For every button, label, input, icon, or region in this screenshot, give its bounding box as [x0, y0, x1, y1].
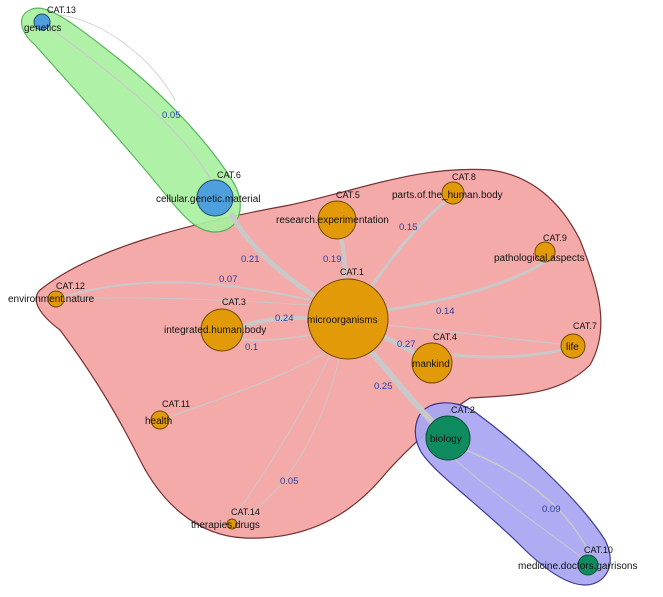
edge-label-1-3-a: 0.24: [275, 313, 294, 324]
cat-label-7: CAT.7: [573, 321, 597, 331]
node-mankind[interactable]: [411, 342, 453, 384]
nodes: [33, 13, 599, 576]
edge-1-7: [384, 324, 571, 346]
node-medicine-doctors-garrisons[interactable]: [577, 554, 599, 576]
node-health[interactable]: [150, 410, 170, 430]
node-label-environment-nature: environment.nature: [8, 294, 95, 305]
edge-label-2-10: 0.09: [542, 504, 561, 515]
node-label-biology: biology: [430, 434, 462, 445]
group-hull-red: [35, 168, 602, 539]
node-label-therapies-drugs: therapies.drugs: [191, 520, 260, 531]
node-cellular-genetic-material[interactable]: [196, 179, 234, 217]
node-label-microorganisms: microorganisms: [307, 315, 378, 326]
node-microorganisms[interactable]: [307, 278, 389, 360]
edge-label-6-13: 0.05: [162, 110, 181, 121]
node-parts-of-the-human-body[interactable]: [441, 181, 465, 205]
edge-1-9: [386, 258, 550, 312]
cat-label-4: CAT.4: [433, 332, 457, 342]
edge-1-12-b: [61, 297, 311, 306]
edge-6-13: [41, 21, 219, 196]
node-therapies-drugs[interactable]: [226, 518, 238, 530]
node-biology[interactable]: [425, 415, 471, 461]
edge-1-14-b: [234, 354, 341, 523]
node-label-pathological-aspects: pathological.aspects: [494, 253, 585, 264]
cat-label-14: CAT.14: [231, 507, 260, 517]
group-hull-green: [21, 7, 241, 233]
cat-label-1: CAT.1: [340, 267, 364, 277]
edge-2-10-b: [449, 454, 586, 561]
edge-label-1-14: 0.05: [280, 476, 299, 487]
edge-label-1-12: 0.07: [219, 274, 238, 285]
edge-label-1-5: 0.19: [323, 254, 342, 265]
edge-1-11: [161, 349, 331, 421]
edge-label-1-9: 0.14: [436, 306, 455, 317]
node-life[interactable]: [560, 333, 586, 359]
node-label-mankind: mankind: [412, 359, 450, 370]
node-label-research-experimentation: research.experimentation: [276, 215, 389, 226]
edge-1-12: [59, 281, 311, 301]
node-label-genetics: genetics: [24, 23, 61, 34]
category-labels: CAT.1 CAT.2 CAT.3 CAT.4 CAT.5 CAT.6 CAT.…: [47, 5, 613, 555]
cat-label-3: CAT.3: [222, 297, 246, 307]
cat-label-8: CAT.8: [452, 172, 476, 182]
cat-label-10: CAT.10: [584, 545, 613, 555]
cat-label-12: CAT.12: [56, 281, 85, 291]
node-label-medicine-doctors-garrisons: medicine.doctors.garrisons: [518, 561, 638, 572]
edge-1-3-b: [239, 334, 313, 341]
node-integrated-human-body[interactable]: [200, 308, 244, 352]
node-label-health: health: [145, 416, 172, 427]
edge-4-7: [453, 346, 570, 359]
edge-1-8: [363, 196, 452, 297]
cat-label-11: CAT.11: [162, 399, 190, 409]
node-labels: microorganisms biology integrated.human.…: [8, 23, 638, 572]
edge-label-1-3-b: 0.1: [245, 342, 258, 353]
edge-2-10: [459, 447, 591, 556]
node-genetics[interactable]: [33, 13, 51, 31]
edge-1-3-a: [238, 316, 310, 330]
node-label-parts-of-the-human-body: parts.of.the_human.body: [392, 190, 503, 201]
node-label-cellular-genetic-material: cellular.genetic.material: [156, 194, 261, 205]
cat-label-5: CAT.5: [336, 190, 360, 200]
cat-label-13: CAT.13: [47, 5, 76, 15]
edge-13-loop: [59, 14, 176, 101]
node-label-integrated-human-body: integrated.human.body: [164, 325, 266, 336]
cat-label-6: CAT.6: [217, 170, 241, 180]
edge-label-1-8: 0.15: [399, 222, 418, 233]
cat-label-9: CAT.9: [543, 233, 567, 243]
edge-1-6: [229, 212, 323, 303]
edge-labels: 0.05 0.21 0.19 0.15 0.07 0.24 0.1 0.14 0…: [162, 110, 561, 515]
edge-label-1-2: 0.25: [374, 381, 393, 392]
edge-1-14: [231, 354, 331, 521]
node-research-experimentation[interactable]: [317, 200, 357, 240]
node-pathological-aspects[interactable]: [534, 241, 556, 263]
node-environment-nature[interactable]: [47, 290, 65, 308]
node-label-life: life: [566, 342, 579, 353]
edge-label-1-6: 0.21: [241, 254, 260, 265]
cat-label-2: CAT.2: [451, 405, 475, 415]
edge-label-1-4: 0.27: [397, 339, 416, 350]
